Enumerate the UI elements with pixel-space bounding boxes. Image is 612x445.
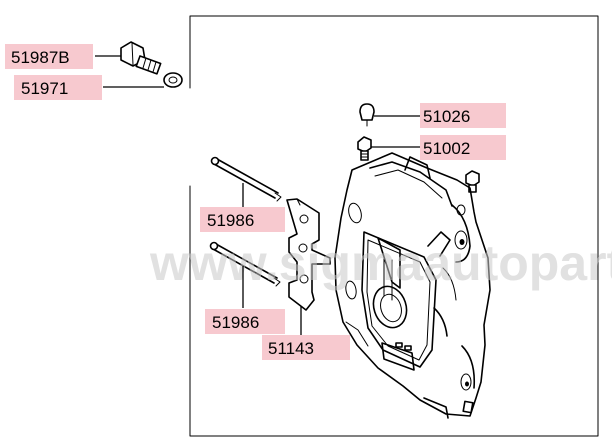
bolt-part: [120, 41, 162, 75]
assembly-frame: [189, 15, 599, 437]
pad-plate-part: [286, 198, 331, 311]
tag-bleeder-cap-label: 51026: [423, 107, 470, 126]
tag-pin-lower-label: 51986: [212, 313, 259, 332]
tag-pin-lower[interactable]: 51986: [205, 309, 285, 334]
watermark-text: www.sigmaautoparts.co.jp: [149, 235, 612, 291]
caliper-body: [334, 152, 491, 419]
leader-lines: [95, 55, 421, 336]
bleeder-screw-part: [357, 136, 372, 161]
tag-bleeder-screw-label: 51002: [423, 139, 470, 158]
tag-pad-plate[interactable]: 51143: [262, 335, 350, 360]
tag-bolt[interactable]: 51987B: [5, 44, 93, 69]
tag-bolt-label: 51987B: [11, 48, 70, 67]
tag-pin-upper-label: 51986: [207, 211, 254, 230]
side-bleeder-part: [465, 170, 480, 193]
tag-pad-plate-label: 51143: [268, 339, 314, 358]
bleeder-cap-part: [359, 103, 375, 127]
tag-pin-upper[interactable]: 51986: [200, 207, 285, 232]
tag-bleeder-screw[interactable]: 51002: [420, 135, 506, 160]
tag-washer[interactable]: 51971: [14, 75, 102, 100]
tag-bleeder-cap[interactable]: 51026: [420, 103, 506, 128]
tag-washer-label: 51971: [21, 79, 68, 98]
washer-part: [163, 72, 183, 88]
pin-upper-part: [210, 156, 282, 202]
